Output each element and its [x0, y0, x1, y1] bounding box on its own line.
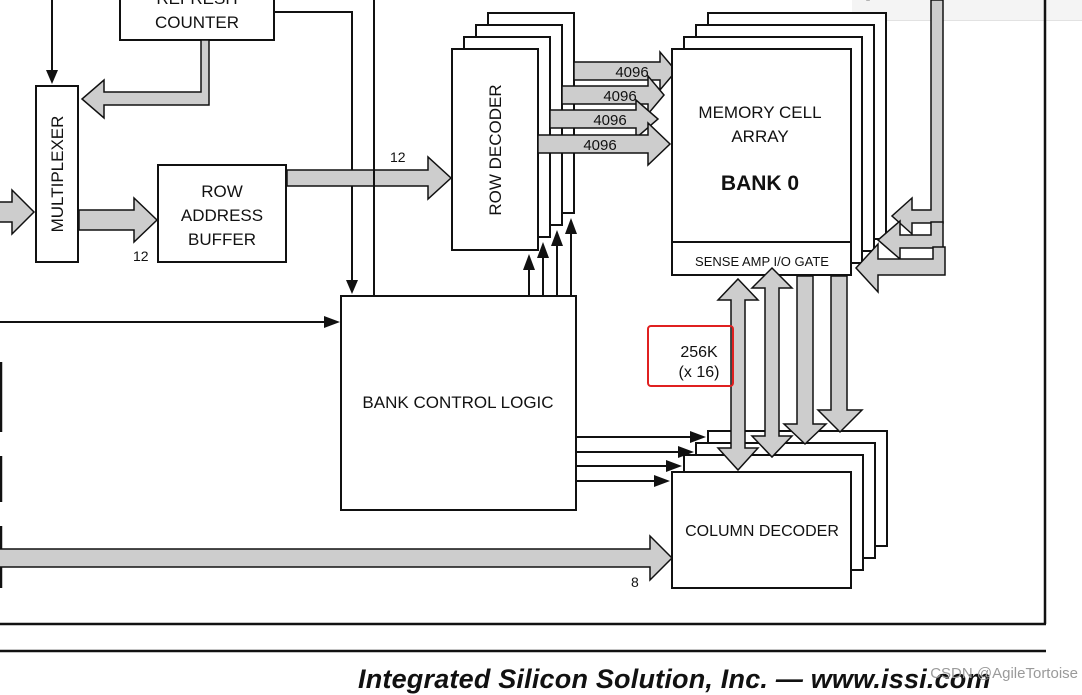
memory-cell-array-label-1: MEMORY CELL	[698, 103, 821, 122]
browser-tab-stub: ▫	[852, 0, 1082, 21]
control-to-row-dec-1-arrowhead	[523, 254, 535, 270]
left-to-bank-control-arrowhead	[324, 316, 340, 328]
multiplexer-label: MULTIPLEXER	[48, 116, 67, 233]
right-feedback-bus-2	[876, 219, 944, 261]
csdn-watermark: CSDN @AgileTortoise	[930, 665, 1078, 682]
right-feedback-bus-1	[890, 0, 944, 236]
memory-cell-array-label-2: ARRAY	[731, 127, 788, 146]
row-bus-3	[561, 73, 665, 117]
row-bus-3-width-label: 4096	[603, 88, 636, 105]
control-to-col-dec-2-arrowhead	[678, 446, 694, 458]
row-decoder-label: ROW DECODER	[486, 84, 505, 215]
control-to-row-dec-3-arrowhead	[551, 230, 563, 246]
mux-to-buffer-width-label: 12	[133, 248, 149, 264]
row-address-buffer-label-2: ADDRESS	[181, 206, 263, 225]
footer-company-line: Integrated Silicon Solution, Inc. — www.…	[358, 664, 991, 694]
bank-control-logic-label: BANK CONTROL LOGIC	[362, 393, 553, 412]
control-to-col-dec-1-arrowhead	[690, 431, 706, 443]
column-address-bus	[0, 534, 674, 582]
bank-control-logic-box	[340, 295, 577, 511]
io-bus-bidirectional-1	[716, 277, 760, 472]
row-bus-2-width-label: 4096	[593, 112, 626, 129]
column-decoder-box	[671, 471, 852, 589]
memory-cell-array-box	[671, 48, 852, 276]
address-input-bus	[0, 188, 36, 236]
control-to-col-dec-3-arrowhead	[666, 460, 682, 472]
refresh-counter-label-1: REFRESH	[156, 0, 237, 8]
refresh-to-multiplexer-bus	[80, 39, 210, 120]
row-address-buffer-box	[157, 164, 287, 263]
control-to-row-dec-2-arrowhead	[537, 242, 549, 258]
row-bus-1-width-label: 4096	[583, 137, 616, 154]
multiplexer-to-buffer-bus	[78, 196, 159, 244]
refresh-to-bank-control-arrowhead	[346, 280, 358, 294]
io-bus-down-4	[816, 275, 864, 434]
input-to-multiplexer-arrowhead	[46, 70, 58, 84]
multiplexer-box	[35, 85, 79, 263]
bank-label: BANK 0	[721, 172, 799, 195]
io-bus-bidirectional-2	[750, 266, 794, 459]
column-decoder-label: COLUMN DECODER	[685, 523, 839, 540]
refresh-to-bank-control-line	[274, 11, 353, 282]
highlight-box	[647, 325, 734, 387]
control-to-row-dec-4-arrowhead	[565, 218, 577, 234]
row-address-buffer-label-3: BUFFER	[188, 230, 256, 249]
highlight-label-1: 256K	[680, 344, 718, 361]
highlight-label-2: (x 16)	[679, 364, 720, 381]
column-address-width-label: 8	[631, 574, 639, 590]
row-bus-4	[573, 49, 677, 93]
row-bus-4-width-label: 4096	[615, 64, 648, 81]
tab-stub-glyph: ▫	[866, 0, 870, 6]
row-address-buffer-label-1: ROW	[201, 182, 243, 201]
row-decoder-box	[451, 48, 539, 251]
row-address-width-label: 12	[390, 149, 406, 165]
row-bus-1	[537, 121, 672, 167]
right-feedback-bus-3	[854, 242, 946, 294]
refresh-counter-box	[119, 0, 275, 41]
io-bus-down-3	[782, 275, 828, 446]
sense-amp-label: SENSE AMP I/O GATE	[695, 254, 829, 269]
refresh-counter-label-2: COUNTER	[155, 13, 239, 32]
row-bus-2	[549, 98, 660, 140]
buffer-to-row-decoder-bus	[286, 155, 453, 201]
control-to-col-dec-4-arrowhead	[654, 475, 670, 487]
